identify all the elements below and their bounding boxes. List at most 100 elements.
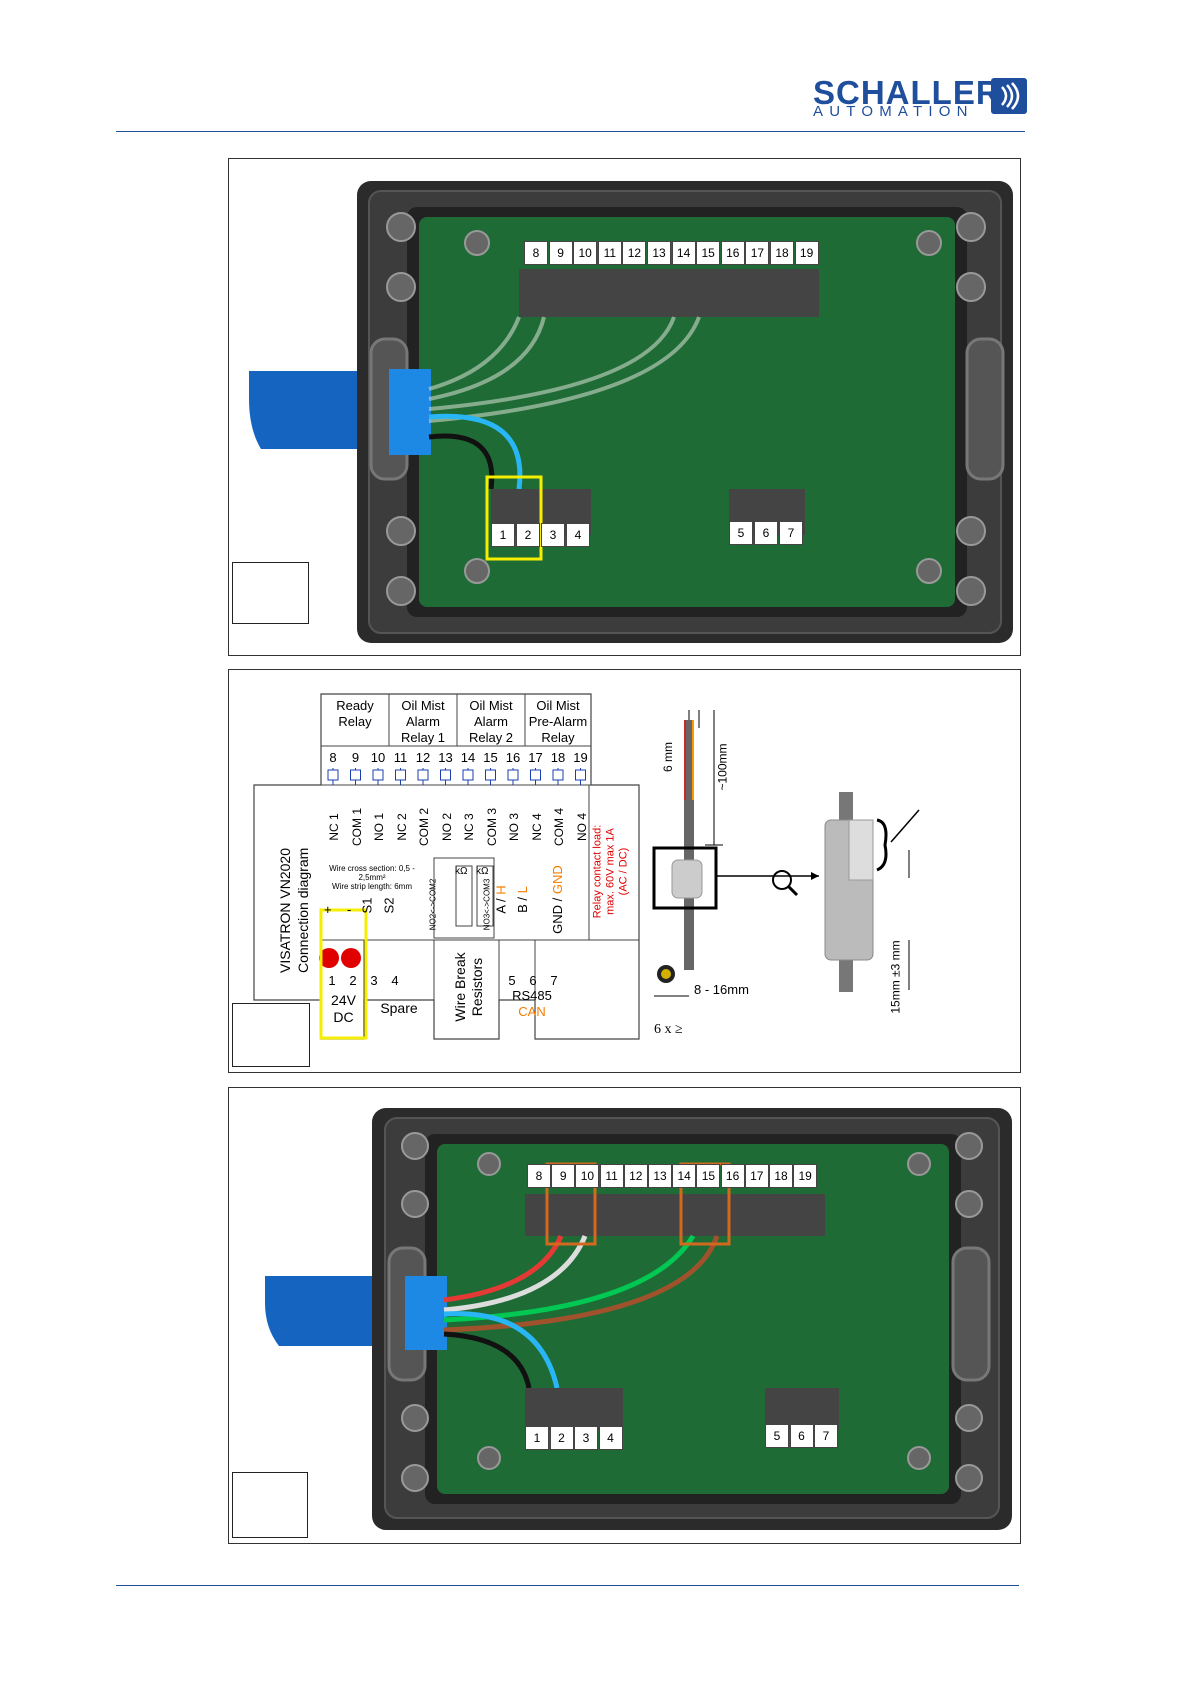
group-alarm-relay-2: Oil Mist Alarm Relay 2 — [468, 698, 514, 745]
terminal-number: 11 — [597, 241, 622, 265]
diagram-terminal-label: NO 3 — [507, 813, 521, 842]
bus-label-b-alt: L — [514, 886, 530, 894]
diagram-terminal-box — [575, 769, 586, 781]
diagram-terminal-box — [507, 769, 519, 781]
relay-load-line3: (AC / DC) — [617, 847, 630, 896]
panel-connection-diagram: Ready Relay Oil Mist Alarm Relay 1 Oil M… — [228, 669, 1021, 1073]
diagram-terminal-label: NO 1 — [372, 813, 386, 842]
diagram-terminal-label: COM 4 — [552, 808, 566, 847]
terminal-number: 3 — [541, 523, 565, 547]
terminal-number: 6 — [754, 521, 778, 545]
terminal-number: 12 — [623, 1164, 648, 1188]
terminal-number: 19 — [794, 241, 819, 265]
resistor-label-1: NO2<->COM2 — [428, 878, 438, 931]
power-label: 24V DC — [321, 992, 366, 1026]
resistor-label-2: NO3<->COM3 — [482, 878, 492, 931]
resistor-unit-2: kΩ — [476, 866, 489, 877]
diagram-terminal-number: 15 — [483, 750, 498, 765]
diagram-terminal-box — [552, 769, 564, 781]
wire-break-line2: Resistors — [469, 957, 485, 1017]
diagram-terminal-box — [372, 769, 384, 781]
diagram-terminal-box — [395, 769, 406, 781]
bus-label-a-alt: H — [493, 885, 509, 895]
cable-diameter-label: 8 - 16mm — [694, 982, 749, 997]
terminal-number: 7 — [779, 521, 803, 545]
diagram-terminal-box — [440, 769, 451, 781]
wire-break-label: Wire Break Resistors — [452, 947, 486, 1027]
diagram-terminal-number: 12 — [415, 750, 431, 765]
header-rule — [116, 131, 1025, 132]
terminal-number: 2 — [516, 523, 540, 547]
diagram-terminal-number: 11 — [393, 750, 408, 765]
terminal-number: 9 — [548, 241, 573, 265]
bus-label-b: B / L — [515, 886, 530, 913]
figure-label-box — [232, 562, 309, 624]
terminal-number: 15 — [696, 241, 721, 265]
figure-label-box — [232, 1003, 310, 1067]
diagram-lower-number: 1 — [328, 973, 336, 988]
terminal-number: 16 — [720, 1164, 745, 1188]
spare-s1: S1 — [359, 897, 375, 914]
terminal-number: 10 — [573, 241, 598, 265]
diagram-terminal-label: NC 3 — [462, 813, 476, 841]
relay-load-note: Relay contact load: max. 60V max 1A (AC … — [592, 812, 631, 932]
terminal-number: 16 — [720, 241, 745, 265]
terminal-number: 5 — [765, 1424, 789, 1448]
diagram-terminal-number: 9 — [351, 750, 360, 765]
diagram-terminal-label: COM 3 — [484, 808, 499, 847]
bus-label: RS485 CAN — [499, 988, 565, 1020]
terminal-number: 18 — [769, 1164, 793, 1188]
power-plus: + — [324, 902, 332, 917]
bus-alt: CAN — [518, 1004, 546, 1019]
cable-count-label: 6 x ≥ — [654, 1022, 683, 1037]
terminal-number: 12 — [622, 241, 647, 265]
diagram-terminal-label: NO 4 — [574, 813, 589, 842]
terminal-number: 4 — [598, 1426, 623, 1450]
bus-label-c-main: GND / — [549, 894, 565, 934]
group-ready-relay: Ready Relay — [336, 698, 374, 729]
diagram-terminal-box — [462, 769, 474, 781]
diagram-title-line1: VISATRON VN2020 — [277, 847, 293, 973]
diagram-terminal-box — [327, 769, 339, 781]
group-alarm-relay-1: Oil Mist Alarm Relay 1 — [400, 698, 446, 745]
terminal-number: 8 — [524, 241, 548, 265]
terminal-number: 18 — [770, 241, 794, 265]
diagram-bus-number: 5 — [508, 973, 516, 988]
terminal-number: 2 — [549, 1426, 574, 1450]
wire-cross-section: Wire cross section: 0,5 - 2,5mm² — [329, 864, 415, 882]
power-minus: - — [347, 902, 352, 917]
diagram-bus-number: 6 — [529, 973, 537, 988]
enclosure-illustration-1 — [249, 181, 1013, 643]
terminal-number: 11 — [599, 1164, 624, 1188]
diagram-bus-number: 7 — [550, 973, 558, 988]
diagram-terminal-label: COM 2 — [417, 808, 431, 847]
diagram-lower-number: 4 — [391, 973, 399, 988]
brand-name: SCHALLER — [813, 74, 1001, 111]
diagram-terminal-number: 17 — [528, 750, 543, 765]
power-label-voltage: 24V — [331, 992, 356, 1008]
diagram-terminal-label: NC 1 — [327, 813, 341, 841]
terminal-number: 13 — [648, 1164, 672, 1188]
terminal-number: 5 — [729, 521, 753, 545]
cable-strip-label: 6 mm — [661, 742, 675, 772]
terminal-number: 3 — [574, 1426, 598, 1450]
diagram-terminal-label: NC 2 — [394, 813, 409, 841]
wire-break-line1: Wire Break — [452, 952, 468, 1022]
terminal-number: 14 — [672, 1164, 697, 1188]
terminal-number: 7 — [814, 1424, 838, 1448]
power-label-type: DC — [333, 1009, 354, 1025]
diagram-lower-number: 3 — [370, 973, 378, 988]
bus-label-a-main: A / — [493, 894, 509, 914]
terminal-number: 9 — [551, 1164, 576, 1188]
resistor-unit-1: kΩ — [455, 866, 468, 877]
diagram-terminal-label: NC 4 — [529, 813, 544, 841]
terminal-number: 6 — [789, 1424, 814, 1448]
connection-diagram — [253, 693, 920, 1040]
terminal-number: 4 — [566, 523, 590, 547]
diagram-terminal-number: 10 — [370, 750, 386, 765]
relay-load-line1: Relay contact load: — [591, 824, 604, 919]
bus-label-c: GND / GND — [550, 865, 565, 934]
wire-strip-length: Wire strip length: 6mm — [331, 882, 413, 891]
